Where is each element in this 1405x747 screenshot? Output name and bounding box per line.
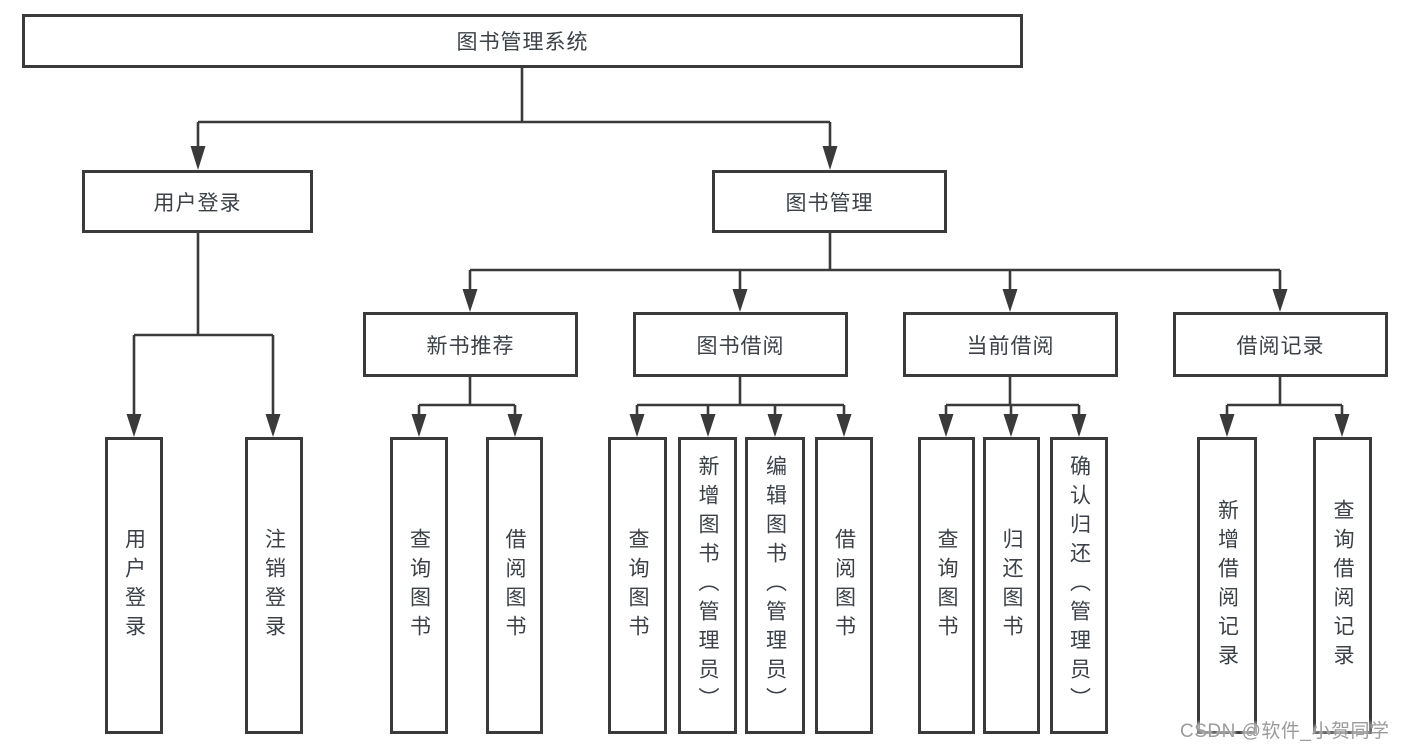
node-label: 当前借阅	[966, 334, 1055, 358]
node-label: 借阅记录	[1236, 334, 1325, 358]
node-label: 借阅图书	[832, 527, 856, 644]
node-new-book-recommendation: 新书推荐	[363, 312, 578, 377]
node-label: 编辑图书（管理员）	[763, 455, 787, 716]
leaf-query-borrow-record: 查询借阅记录	[1313, 437, 1372, 734]
leaf-edit-book-admin: 编辑图书（管理员）	[745, 437, 805, 734]
leaf-return-books: 归还图书	[983, 437, 1040, 734]
leaf-query-books-current: 查询图书	[918, 437, 975, 734]
node-label: 用户登录	[122, 527, 146, 644]
node-borrowing-records: 借阅记录	[1173, 312, 1388, 377]
node-label: 图书管理	[785, 191, 874, 215]
node-label: 查询图书	[407, 527, 431, 644]
node-label: 归还图书	[1000, 527, 1023, 644]
node-label: 图书管理系统	[456, 31, 589, 54]
leaf-user-login: 用户登录	[105, 437, 163, 734]
leaf-logout: 注销登录	[245, 437, 303, 734]
node-label: 查询图书	[935, 527, 958, 644]
node-label: 用户登录	[153, 191, 242, 215]
node-label: 借阅图书	[503, 527, 526, 644]
node-user-login-branch: 用户登录	[82, 170, 313, 233]
node-book-management-branch: 图书管理	[712, 170, 947, 233]
node-current-borrowing: 当前借阅	[903, 312, 1118, 377]
leaf-add-book-admin: 新增图书（管理员）	[678, 437, 737, 734]
node-label: 新增借阅记录	[1215, 498, 1239, 673]
leaf-query-books-borrowing: 查询图书	[608, 437, 667, 734]
node-label: 查询借阅记录	[1331, 498, 1354, 673]
node-label: 查询图书	[626, 527, 649, 644]
node-book-management-system: 图书管理系统	[22, 14, 1023, 68]
node-book-borrowing: 图书借阅	[633, 312, 848, 377]
node-label: 确认归还（管理员）	[1067, 455, 1091, 716]
leaf-add-borrow-record: 新增借阅记录	[1197, 437, 1257, 734]
node-label: 新书推荐	[426, 334, 515, 358]
arrowheads	[126, 146, 1350, 437]
csdn-watermark: CSDN @软件_小贺同学	[1180, 721, 1390, 742]
leaf-borrow-books-recommend: 借阅图书	[486, 437, 543, 734]
leaf-borrow-books: 借阅图书	[815, 437, 873, 734]
leaf-query-books-recommend: 查询图书	[390, 437, 448, 734]
node-label: 新增图书（管理员）	[696, 455, 719, 716]
node-label: 注销登录	[262, 527, 286, 644]
leaf-confirm-return-admin: 确认归还（管理员）	[1050, 437, 1108, 734]
node-label: 图书借阅	[696, 334, 785, 358]
